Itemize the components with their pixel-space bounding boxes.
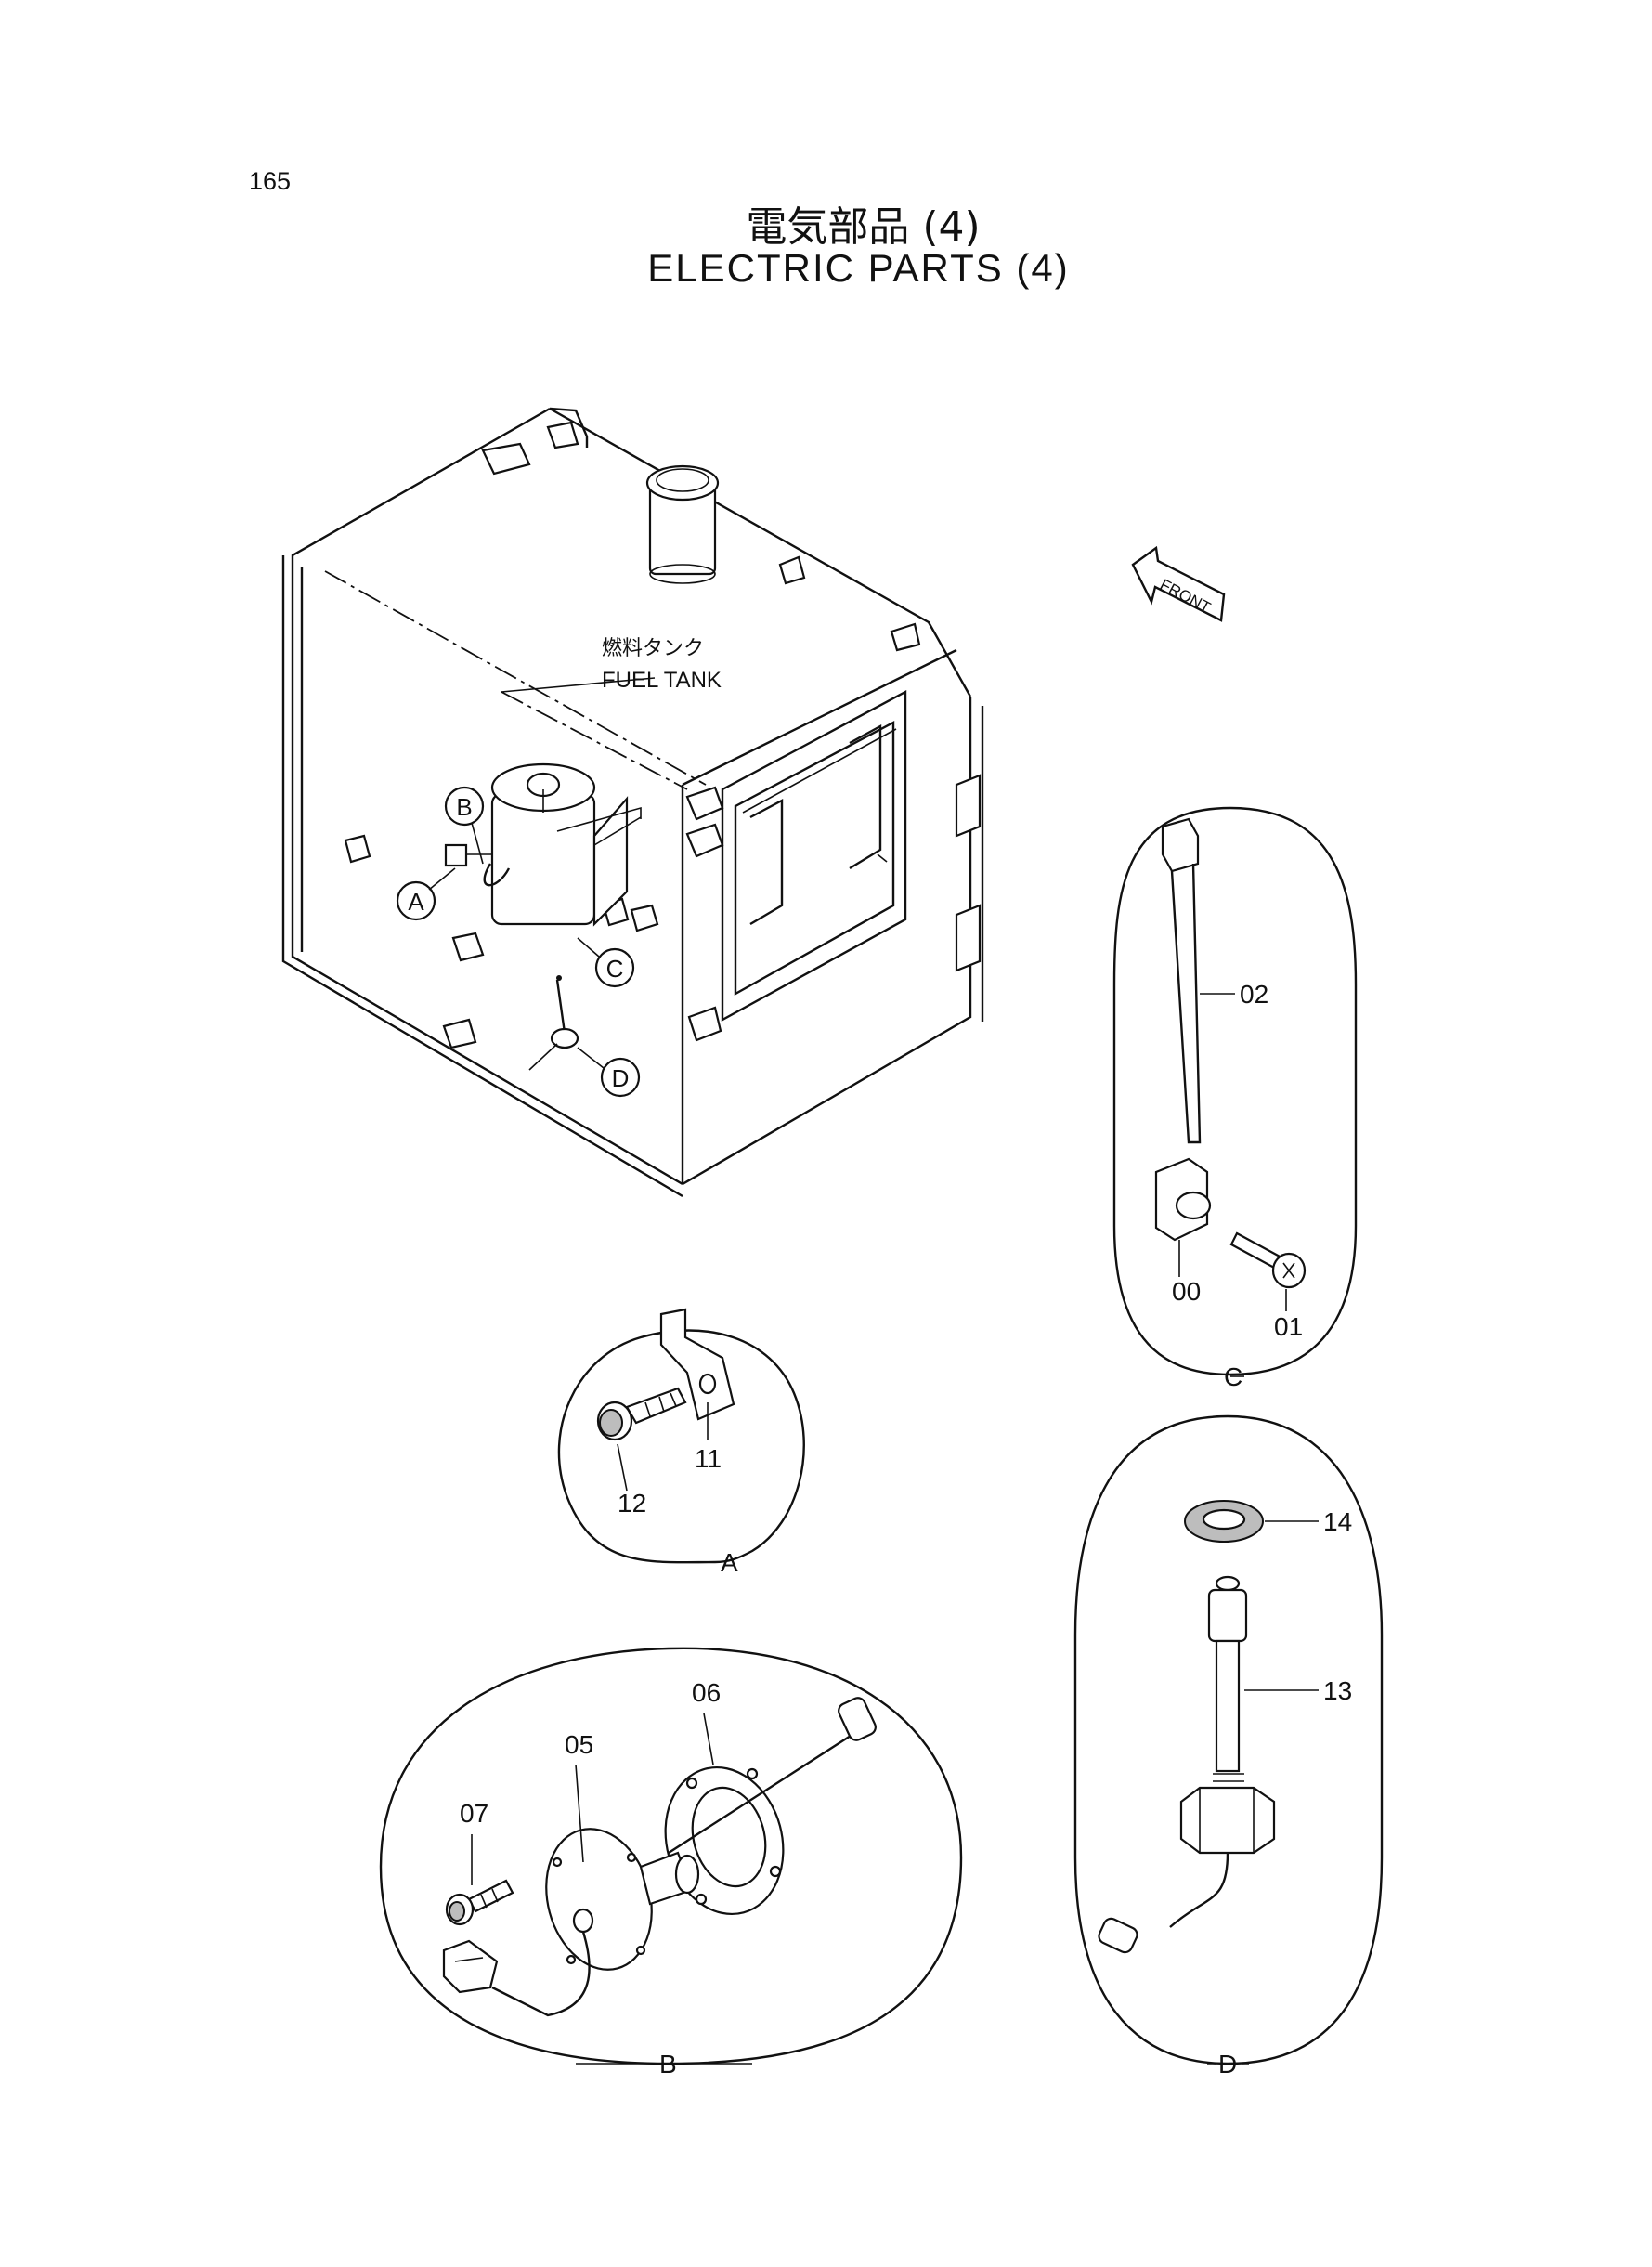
detail-a-label: A — [721, 1548, 738, 1577]
front-arrow-icon: FRONT — [1131, 545, 1226, 622]
detail-c-label: C — [1224, 1362, 1242, 1391]
callout-c: C — [577, 937, 635, 988]
part-12-label: 12 — [618, 1489, 646, 1518]
page-title-japanese: 電気部品 (4) — [746, 203, 981, 251]
detail-a — [557, 1308, 805, 1564]
svg-text:B: B — [456, 793, 472, 821]
svg-text:C: C — [606, 955, 624, 983]
part-05-label: 05 — [565, 1730, 593, 1759]
callout-a: A — [396, 867, 456, 921]
part-13-label: 13 — [1323, 1676, 1352, 1705]
page-title-english: ELECTRIC PARTS (4) — [647, 246, 1070, 290]
part-07-label: 07 — [460, 1799, 488, 1828]
svg-text:FRONT: FRONT — [1157, 576, 1214, 617]
detail-d-label: D — [1218, 2050, 1237, 2078]
detail-b-label: B — [659, 2050, 677, 2078]
fuel-tank-label-en: FUEL TANK — [602, 668, 722, 693]
part-01-label: 01 — [1274, 1312, 1303, 1341]
callout-d: D — [577, 1047, 641, 1098]
svg-text:D: D — [612, 1064, 630, 1092]
part-00-label: 00 — [1172, 1277, 1201, 1306]
detail-d — [1073, 1414, 1384, 2065]
svg-text:A: A — [408, 888, 424, 916]
page-number: 165 — [249, 167, 292, 195]
part-02-label: 02 — [1240, 980, 1268, 1009]
detail-c — [1112, 806, 1358, 1377]
part-11-label: 11 — [695, 1444, 722, 1473]
part-14-label: 14 — [1323, 1507, 1352, 1536]
part-06-label: 06 — [692, 1678, 721, 1707]
detail-b — [379, 1647, 963, 2065]
fuel-tank-label-jp: 燃料タンク — [602, 636, 704, 659]
fuel-tank-drawing — [281, 407, 984, 1198]
callout-b: B — [444, 786, 485, 865]
